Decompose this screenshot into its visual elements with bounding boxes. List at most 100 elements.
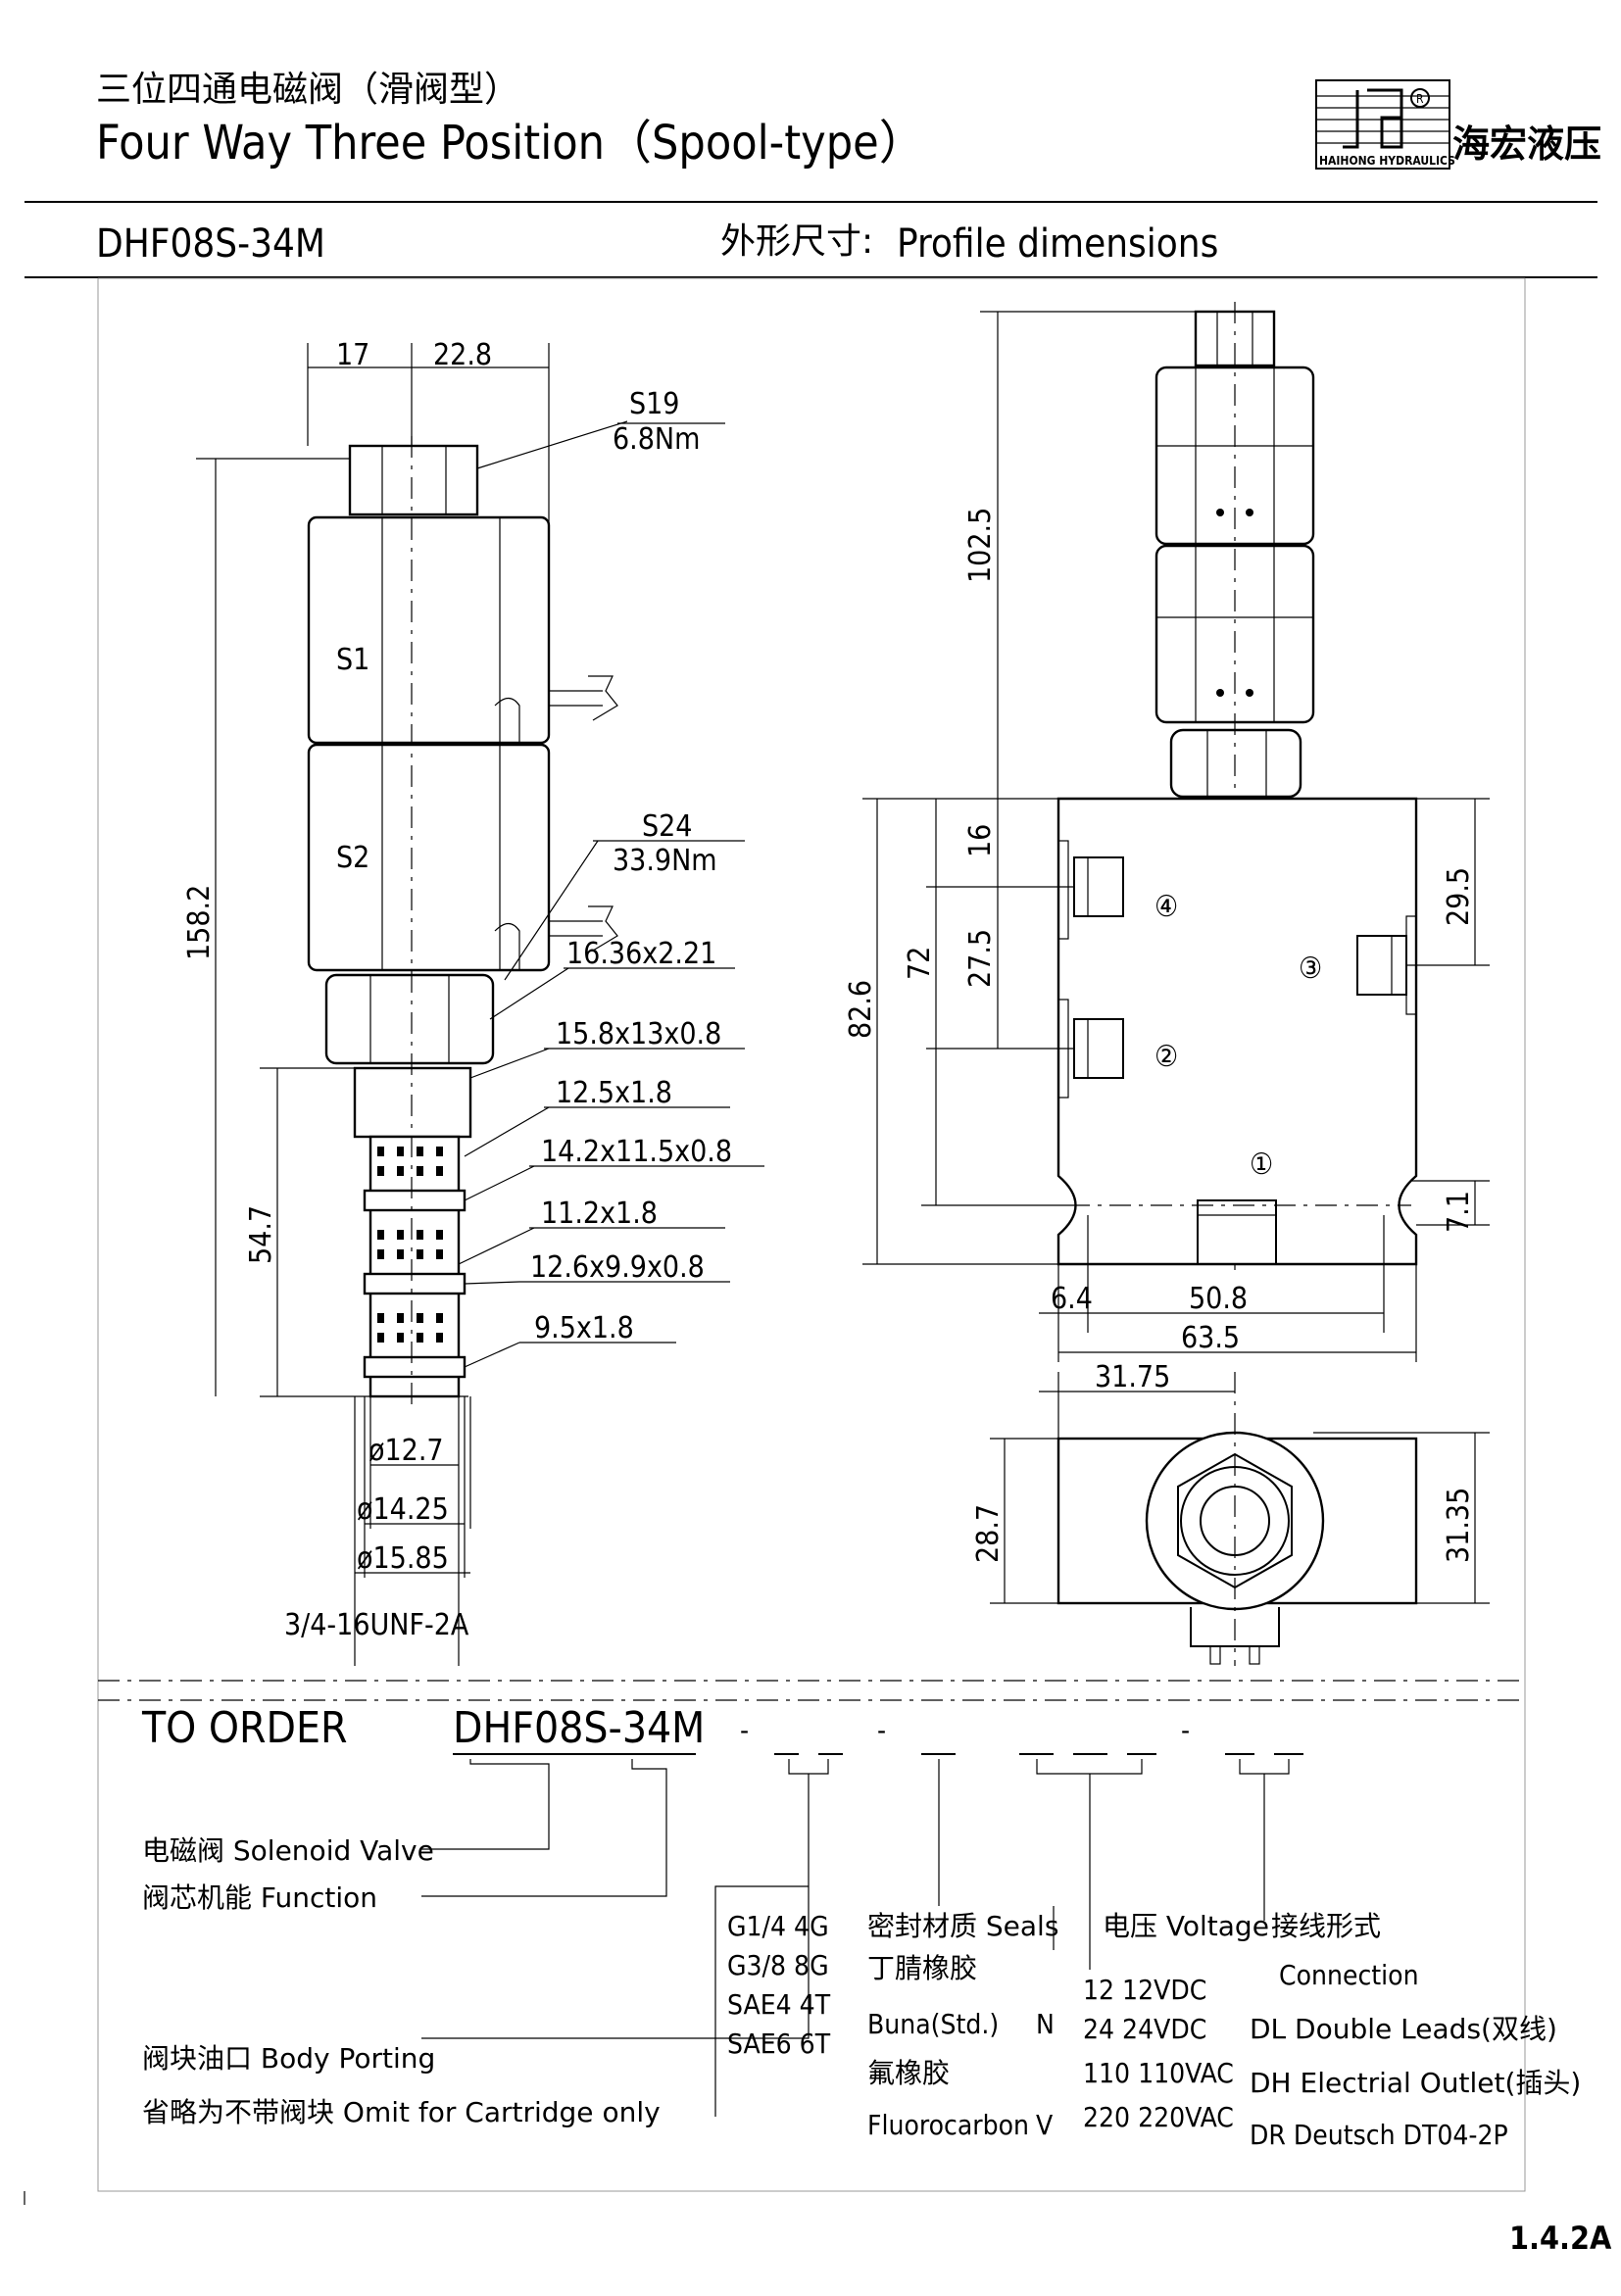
seal-fluoro-code: V	[1036, 2109, 1054, 2141]
dim-31-75: 31.75	[1095, 1360, 1170, 1394]
oring-2-label: 12.5x1.8	[556, 1076, 672, 1110]
coil-s2	[307, 743, 551, 972]
bottom-view: 31.75 28.7 31.35	[971, 1360, 1490, 1666]
dia-15-85: ø15.85	[357, 1541, 449, 1576]
mid-hex-nut	[324, 973, 495, 1065]
voltage-title: 电压 Voltage	[1103, 1910, 1269, 1942]
cartridge-neck	[353, 1066, 472, 1139]
side-view: 17 22.8 158.2 S19 6.8Nm S1 S2	[182, 338, 764, 1666]
torque-mid-label: 33.9Nm	[613, 844, 717, 878]
section-cn: 外形尺寸:	[720, 221, 873, 262]
seal-buna-cn: 丁腈橡胶	[867, 1952, 977, 1984]
dim-6-4: 6.4	[1051, 1282, 1093, 1316]
brand-cn: 海宏液压	[1452, 122, 1601, 166]
omit-label: 省略为不带阀块 Omit for Cartridge only	[142, 2096, 661, 2128]
section-en: Profile dimensions	[897, 221, 1218, 267]
seal-2-label: 14.2x11.5x0.8	[541, 1135, 732, 1169]
dim-16: 16	[963, 824, 998, 857]
dim-102-5: 102.5	[963, 508, 998, 583]
port-2-label: ②	[1154, 1040, 1178, 1074]
thread-spec: 3/4-16UNF-2A	[284, 1608, 469, 1642]
logo-mark	[1343, 88, 1403, 149]
dim-7-1: 7.1	[1442, 1191, 1476, 1233]
dim-63-5: 63.5	[1181, 1321, 1240, 1355]
seal-leaders	[458, 1048, 764, 1368]
coil-s1	[307, 515, 551, 745]
seal-ring-3	[363, 1355, 467, 1379]
seal-buna: Buna(Std.)	[867, 2008, 999, 2040]
order-model: DHF08S-34M	[453, 1703, 705, 1753]
connector	[1190, 1607, 1280, 1647]
manifold-block	[1056, 797, 1418, 1266]
port-4-label: ④	[1154, 890, 1178, 924]
svg-text:-: -	[740, 1714, 749, 1746]
hex-top-label: S19	[629, 387, 679, 421]
diameter-lines	[354, 1396, 471, 1666]
hex-mid-label: S24	[642, 809, 692, 844]
seal-3-label: 12.6x9.9x0.8	[530, 1250, 705, 1285]
coil-s2-label: S2	[336, 841, 369, 875]
solenoid-valve-label: 电磁阀 Solenoid Valve	[142, 1834, 434, 1867]
lead-wires-s2	[549, 920, 603, 937]
seal-ring-2	[363, 1272, 467, 1295]
order-title: TO ORDER	[141, 1703, 348, 1753]
dim-82-6: 82.6	[844, 980, 878, 1039]
cross-holes	[377, 1147, 443, 1343]
dim-72: 72	[903, 947, 937, 980]
header: 三位四通电磁阀（滑阀型） Four Way Three Position（Spo…	[25, 70, 1601, 278]
seals-title: 密封材质 Seals	[867, 1910, 1058, 1942]
voltage-option: 110 110VAC	[1083, 2057, 1234, 2089]
drawing-frame	[97, 277, 1526, 2192]
order-section: TO ORDER DHF08S-34M - - - 电磁阀 Solenoid V…	[98, 1680, 1581, 2151]
seal-fluoro-cn: 氟橡胶	[867, 2057, 950, 2089]
connection-option: DH Electrial Outlet(插头)	[1250, 2067, 1581, 2099]
dim-17: 17	[336, 338, 369, 372]
title-en: Four Way Three Position（Spool-type）	[96, 116, 926, 171]
porting-option: SAE4 4T	[727, 1988, 831, 2021]
seal-ring-1	[363, 1189, 467, 1212]
dim-158-2: 158.2	[182, 885, 217, 960]
dim-27-5: 27.5	[963, 929, 998, 988]
model-code: DHF08S-34M	[96, 221, 325, 267]
seal-fluoro: Fluorocarbon	[867, 2109, 1029, 2141]
port-1-label: ①	[1250, 1148, 1273, 1182]
oring-3-label: 11.2x1.8	[541, 1197, 658, 1231]
order-leaders	[421, 1759, 1290, 2117]
connection-title: Connection	[1279, 1959, 1419, 1991]
port-1	[1197, 1199, 1277, 1265]
dim-22-8: 22.8	[433, 338, 492, 372]
top-hex-nut	[348, 444, 479, 516]
dia-14-25: ø14.25	[357, 1492, 449, 1527]
dim-54-7: 54.7	[244, 1205, 278, 1264]
voltage-option: 24 24VDC	[1083, 2013, 1206, 2045]
front-view: ④ ② ③ ① 102.5 16 27.5 72 82.6 29.5 7.1	[844, 302, 1490, 1362]
cartridge-stem	[368, 1135, 461, 1398]
registered-mark	[1410, 88, 1430, 108]
oring-4-label: 9.5x1.8	[534, 1311, 634, 1345]
torque-top-label: 6.8Nm	[613, 422, 700, 457]
svg-text:-: -	[1181, 1714, 1190, 1746]
dim-28-7: 28.7	[971, 1504, 1006, 1563]
porting-option: SAE6 6T	[727, 2027, 831, 2060]
brand-logo: R HAIHONG HYDRAULICS 海宏液压	[1315, 79, 1601, 170]
body-porting-label: 阀块油口 Body Porting	[142, 2042, 435, 2075]
voltage-option: 220 220VAC	[1083, 2101, 1234, 2133]
svg-text:R: R	[1416, 92, 1424, 106]
dim-29-5: 29.5	[1442, 867, 1476, 926]
porting-option: G1/4 4G	[727, 1910, 829, 1942]
svg-text:-: -	[877, 1714, 886, 1746]
front-hex	[1169, 728, 1302, 799]
connection-title-cn: 接线形式	[1271, 1910, 1381, 1942]
logo-frame	[1315, 79, 1450, 170]
dia-12-7: ø12.7	[368, 1434, 444, 1468]
page-number: 1.4.2A	[1509, 2220, 1612, 2257]
oring-1-label: 16.36x2.21	[566, 937, 716, 971]
brand-en: HAIHONG HYDRAULICS	[1319, 154, 1455, 168]
dim-31-35: 31.35	[1442, 1488, 1476, 1563]
seal-buna-code: N	[1036, 2008, 1055, 2040]
coil-s1-label: S1	[336, 643, 369, 677]
voltage-option: 12 12VDC	[1083, 1974, 1206, 2006]
porting-option: G3/8 8G	[727, 1949, 829, 1981]
lead-wires-s1	[549, 690, 603, 707]
